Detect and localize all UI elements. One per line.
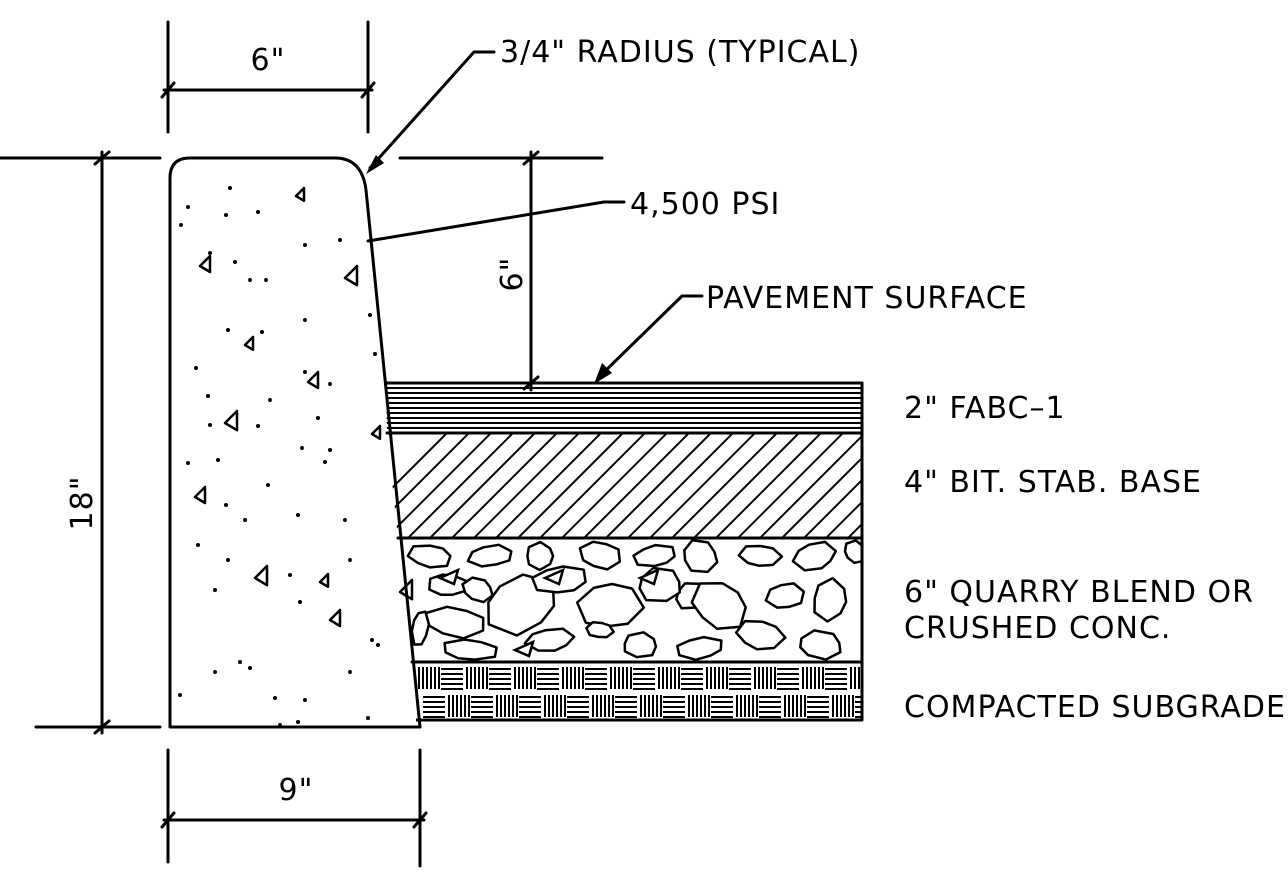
dim-top-width (160, 20, 376, 134)
dim-height-label: 18" (65, 476, 100, 531)
strength-leader (366, 200, 626, 243)
pavement-callout: PAVEMENT SURFACE (706, 281, 1028, 316)
strength-callout: 4,500 PSI (630, 187, 780, 222)
dim-top-width-label: 6" (251, 43, 286, 78)
dim-height (0, 150, 162, 735)
dim-bottom-width (160, 748, 428, 868)
quarry-layer (396, 536, 864, 664)
dim-bottom-width-label: 9" (279, 773, 314, 808)
radius-callout: 3/4" RADIUS (TYPICAL) (500, 35, 860, 70)
subgrade-label: COMPACTED SUBGRADE (904, 690, 1286, 725)
curb-outline (168, 156, 422, 729)
radius-leader (366, 50, 496, 174)
fabc-label: 2" FABC–1 (904, 391, 1066, 426)
pavement-leader (594, 294, 704, 384)
quarry-label-line2: CRUSHED CONC. (904, 611, 1171, 646)
subgrade-layer (410, 660, 864, 722)
curb-aggregate-pattern (178, 186, 414, 727)
dim-reveal-label: 6" (495, 257, 530, 292)
dim-reveal (398, 150, 604, 392)
quarry-label-line1: 6" QUARRY BLEND OR (904, 575, 1254, 610)
bit-base-label: 4" BIT. STAB. BASE (904, 465, 1202, 500)
fabc-layer (384, 381, 864, 429)
bit-base-layer (385, 381, 864, 540)
